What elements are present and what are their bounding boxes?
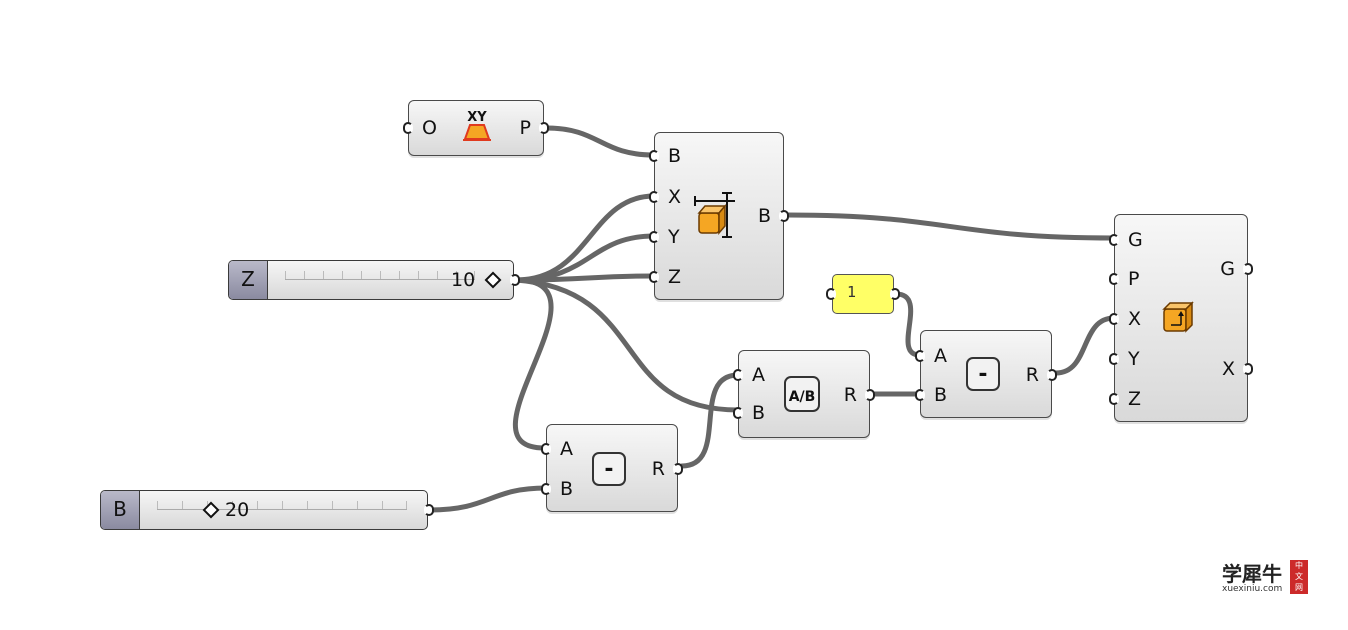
minus-icon: -: [592, 452, 626, 486]
wire-sub1-r-to-div-a: [679, 372, 741, 469]
watermark-url: xuexiniu.com: [1222, 584, 1283, 594]
input-port-y[interactable]: Y: [1109, 348, 1140, 370]
output-port-g[interactable]: G: [1220, 258, 1253, 280]
port-label: R: [651, 458, 665, 480]
output-port-b[interactable]: B: [757, 205, 790, 227]
port-label: P: [1128, 268, 1140, 290]
output-port-r[interactable]: R: [843, 384, 876, 406]
output-port-p[interactable]: P: [519, 117, 550, 139]
port-label: B: [560, 478, 574, 500]
output-port-r[interactable]: R: [651, 458, 684, 480]
port-label: A: [560, 438, 573, 460]
wire-slider-b-to-sub1-b: [427, 485, 549, 513]
wire-plane-to-box-b: [543, 125, 657, 158]
slider-knob[interactable]: [484, 271, 502, 289]
input-port-y[interactable]: Y: [649, 226, 680, 248]
slider-output-port[interactable]: [510, 274, 520, 286]
input-port-b[interactable]: B: [540, 478, 574, 500]
input-port-x[interactable]: X: [1108, 308, 1142, 330]
minus-icon: -: [966, 357, 1000, 391]
slider-track[interactable]: [285, 269, 475, 280]
watermark-seal: 中 文 网: [1290, 560, 1308, 594]
division-icon: A/B: [784, 376, 820, 412]
input-port-b[interactable]: B: [648, 145, 682, 167]
port-label: B: [668, 145, 682, 167]
port-label: Z: [668, 266, 682, 288]
move-icon: [1162, 301, 1194, 333]
output-port-r[interactable]: R: [1025, 364, 1058, 386]
slider-tag: Z: [229, 261, 268, 299]
port-label: A: [934, 345, 947, 367]
xy-plane-component[interactable]: O XY P: [403, 100, 550, 156]
box-icon: [694, 192, 735, 238]
port-label: Z: [1128, 388, 1142, 410]
input-port-z[interactable]: Z: [1108, 388, 1142, 410]
port-label: G: [1220, 258, 1235, 280]
box-component[interactable]: B X Y Z B: [648, 132, 790, 300]
input-port-z[interactable]: Z: [648, 266, 682, 288]
subtraction-component-1[interactable]: A B - R: [540, 424, 684, 512]
input-port-p[interactable]: P: [1108, 268, 1140, 290]
port-label: Y: [1128, 348, 1140, 370]
input-port-a[interactable]: A: [541, 438, 573, 460]
wire-slider-z-to-div-b: [513, 277, 741, 413]
input-port-a[interactable]: A: [733, 364, 765, 386]
wire-box-b-to-move-g: [785, 212, 1117, 241]
division-component[interactable]: A B A/B R: [732, 350, 876, 438]
wire-panel-to-sub2-a: [893, 291, 923, 358]
seal-char: 网: [1295, 583, 1303, 592]
port-label: R: [1025, 364, 1039, 386]
slider-output-port[interactable]: [424, 504, 434, 516]
port-label: Y: [668, 226, 680, 248]
watermark-title: 学犀牛: [1222, 562, 1282, 586]
division-icon-text: A/B: [789, 389, 816, 405]
wire-slider-z-to-sub1-a: [512, 277, 554, 451]
port-label: B: [752, 402, 766, 424]
input-port-g[interactable]: G: [1109, 229, 1143, 251]
panel-input-port[interactable]: [826, 288, 836, 300]
slider-tag: B: [101, 491, 140, 529]
port-label: X: [1221, 358, 1235, 380]
slider-value: 20: [225, 499, 250, 521]
port-label: B: [757, 205, 771, 227]
slider-value: 10: [451, 269, 476, 291]
number-slider-b[interactable]: B 20: [100, 490, 434, 530]
input-port-a[interactable]: A: [915, 345, 947, 367]
panel-component[interactable]: 1: [826, 274, 900, 314]
panel-value[interactable]: 1: [847, 283, 857, 301]
seal-char: 文: [1295, 572, 1303, 581]
subtraction-component-2[interactable]: A B - R: [914, 330, 1058, 418]
panel-output-port[interactable]: [890, 288, 900, 300]
port-label: B: [934, 384, 948, 406]
port-label: X: [668, 186, 682, 208]
output-port-x[interactable]: X: [1221, 358, 1254, 380]
port-label: X: [1128, 308, 1142, 330]
xy-plane-icon: XY: [463, 110, 491, 141]
move-component[interactable]: G P X Y Z G X: [1108, 214, 1254, 422]
watermark-logo: 学犀牛 xuexiniu.com 中 文 网: [1218, 558, 1314, 596]
minus-icon-text: -: [604, 457, 613, 482]
slider-track[interactable]: [157, 499, 407, 510]
input-port-b[interactable]: B: [732, 402, 766, 424]
xy-plane-icon-text: XY: [467, 110, 487, 125]
port-label: R: [843, 384, 857, 406]
port-label: A: [752, 364, 765, 386]
number-slider-z[interactable]: Z 10: [228, 260, 520, 300]
wire-sub2-r-to-move-x: [1053, 315, 1117, 376]
port-label: O: [422, 117, 437, 139]
port-label: G: [1128, 229, 1143, 251]
input-port-b[interactable]: B: [914, 384, 948, 406]
seal-char: 中: [1295, 561, 1303, 570]
port-label: P: [519, 117, 531, 139]
wire-slider-z-to-box-z: [513, 273, 657, 283]
minus-icon-text: -: [978, 362, 987, 387]
input-port-x[interactable]: X: [648, 186, 682, 208]
input-port-o[interactable]: O: [403, 117, 437, 139]
